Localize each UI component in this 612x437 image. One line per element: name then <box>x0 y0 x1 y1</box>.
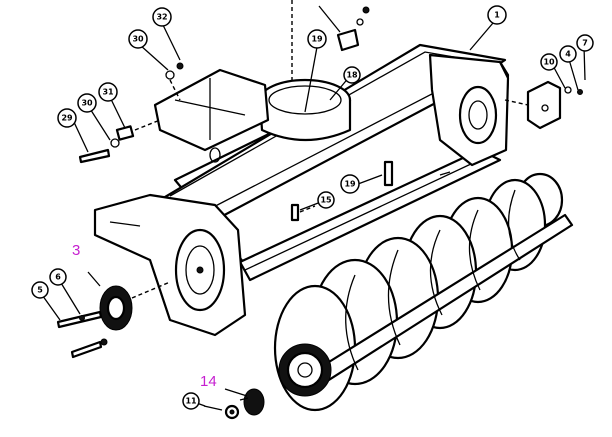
callout-15: 15 <box>317 191 335 209</box>
callout-1: 1 <box>487 5 507 25</box>
annotation-label-14: 14 <box>200 373 217 390</box>
svg-text:29: 29 <box>61 114 73 123</box>
svg-text:1: 1 <box>494 11 500 20</box>
callout-19-mid: 19 <box>340 174 360 194</box>
svg-text:7: 7 <box>582 39 588 48</box>
svg-text:19: 19 <box>344 180 356 189</box>
callout-32: 32 <box>152 7 172 27</box>
callout-18: 18 <box>343 66 361 84</box>
svg-text:30: 30 <box>81 99 93 108</box>
callout-6: 6 <box>49 268 67 286</box>
auger-housing <box>93 43 562 337</box>
hardware <box>56 6 583 420</box>
svg-text:5: 5 <box>37 286 43 295</box>
svg-text:19: 19 <box>311 35 323 44</box>
top-frame-bracket <box>153 68 270 152</box>
annotation-label-3: 3 <box>72 242 80 259</box>
svg-text:4: 4 <box>565 50 571 59</box>
svg-text:15: 15 <box>320 196 332 205</box>
svg-text:18: 18 <box>346 71 358 80</box>
svg-text:30: 30 <box>132 35 144 44</box>
callout-30-top: 30 <box>128 29 148 49</box>
auger-assembly <box>273 172 574 412</box>
callout-31: 31 <box>98 82 118 102</box>
svg-text:11: 11 <box>185 397 197 406</box>
callout-4: 4 <box>559 45 577 63</box>
svg-text:6: 6 <box>55 273 61 282</box>
svg-text:31: 31 <box>102 88 114 97</box>
bushing-14 <box>243 388 265 416</box>
svg-text:32: 32 <box>156 13 167 22</box>
callout-10: 10 <box>540 53 558 71</box>
callout-30-left: 30 <box>77 93 97 113</box>
svg-text:10: 10 <box>543 58 555 67</box>
callout-19-top: 19 <box>307 29 327 49</box>
callout-29: 29 <box>57 108 77 128</box>
callout-11: 11 <box>182 392 200 410</box>
callout-5: 5 <box>31 281 49 299</box>
callout-7: 7 <box>576 34 594 52</box>
